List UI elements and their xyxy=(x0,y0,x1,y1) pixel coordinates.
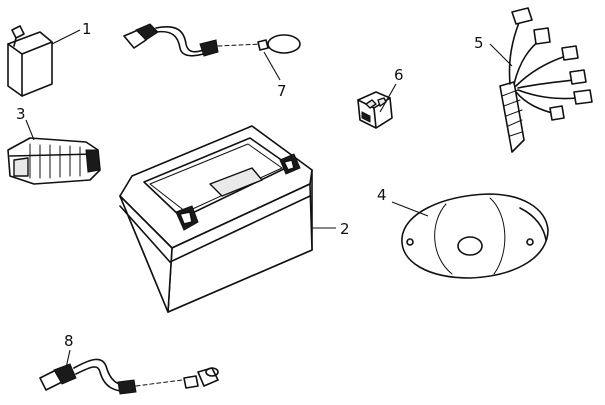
callout-2: 2 xyxy=(340,220,350,238)
part-5-wiring-harness: 5 xyxy=(474,7,593,153)
callout-4: 4 xyxy=(377,186,387,204)
part-1-relay-box: 1 xyxy=(7,20,92,97)
part-6-switch: 6 xyxy=(357,66,404,129)
callout-6: 6 xyxy=(394,66,404,84)
part-2-battery: 2 xyxy=(119,125,350,313)
callout-3: 3 xyxy=(16,105,26,123)
callout-1: 1 xyxy=(82,20,92,38)
callout-8: 8 xyxy=(64,332,74,350)
callout-7: 7 xyxy=(277,82,287,100)
callout-5: 5 xyxy=(474,34,484,52)
part-7-ground-cable: 7 xyxy=(123,23,301,100)
part-8-positive-cable: 8 xyxy=(39,332,219,395)
part-3-regulator: 3 xyxy=(7,105,101,185)
part-4-tail-light: 4 xyxy=(377,186,549,279)
